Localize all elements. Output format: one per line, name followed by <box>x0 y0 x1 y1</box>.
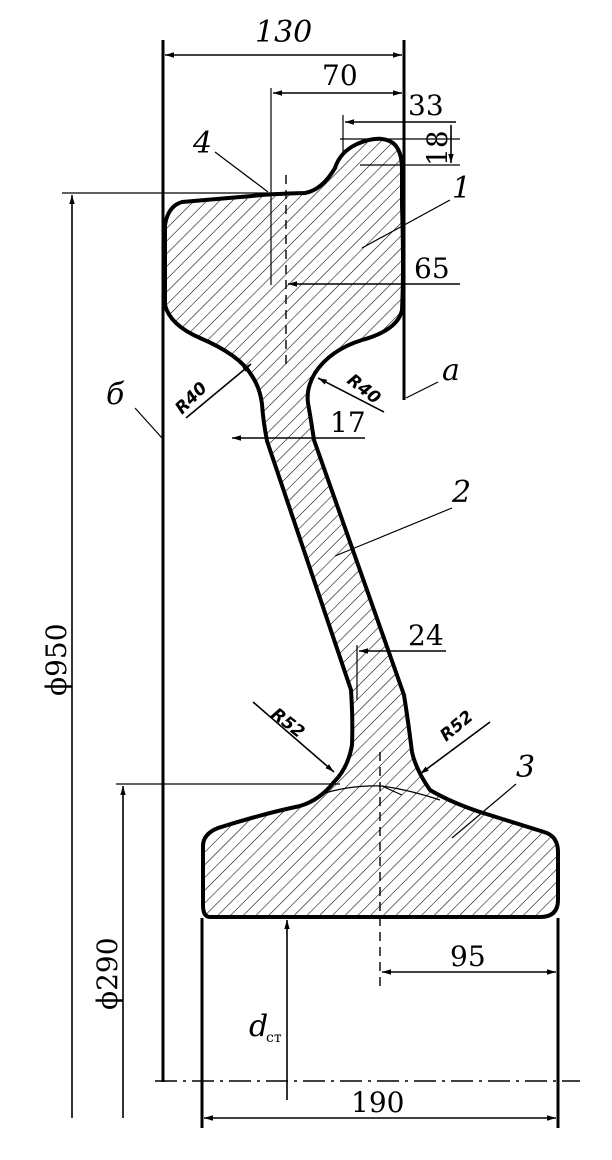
r52-right-label: R52 <box>436 707 477 746</box>
leader-part-3 <box>451 783 517 839</box>
r40-right-label: R40 <box>343 370 384 408</box>
part-4-label: 4 <box>192 126 212 161</box>
leader-r40-left <box>185 363 252 419</box>
side-b-label: б <box>106 377 125 412</box>
hub-inner-curve <box>381 785 403 796</box>
dim-65-text: 65 <box>414 252 450 285</box>
leader-part-2 <box>334 507 453 557</box>
leader-part-4 <box>214 151 269 193</box>
part-3-label: 3 <box>516 750 535 785</box>
r40-left-label: R40 <box>171 378 211 418</box>
r52-left-label: R52 <box>267 704 308 742</box>
dim-130-text: 130 <box>255 15 312 50</box>
dim-190-text: 190 <box>351 1086 404 1119</box>
dim-17-text: 17 <box>330 406 366 439</box>
dim-18-text: 18 <box>421 130 454 166</box>
dim-33-text: 33 <box>408 89 444 122</box>
leader-part-1 <box>361 199 451 249</box>
dim-950-text: ϕ950 <box>40 623 73 696</box>
d-st-letter: d <box>249 1009 268 1044</box>
dim-24-text: 24 <box>408 619 444 652</box>
part-1-label: 1 <box>452 171 471 206</box>
leader-r40-right <box>317 377 385 413</box>
leader-side-b <box>134 407 163 439</box>
leader-r52-left <box>252 701 335 773</box>
side-a-label: а <box>442 353 460 388</box>
d-st-subscript: ст <box>266 1030 282 1046</box>
dim-95-text: 95 <box>450 940 486 973</box>
dim-290-text: ϕ290 <box>91 937 124 1010</box>
dim-70-text: 70 <box>322 59 358 92</box>
leader-side-a <box>405 381 439 399</box>
leader-r52-right <box>419 721 491 775</box>
part-2-label: 2 <box>451 475 471 510</box>
wheel-cross-section-outline <box>163 136 560 919</box>
